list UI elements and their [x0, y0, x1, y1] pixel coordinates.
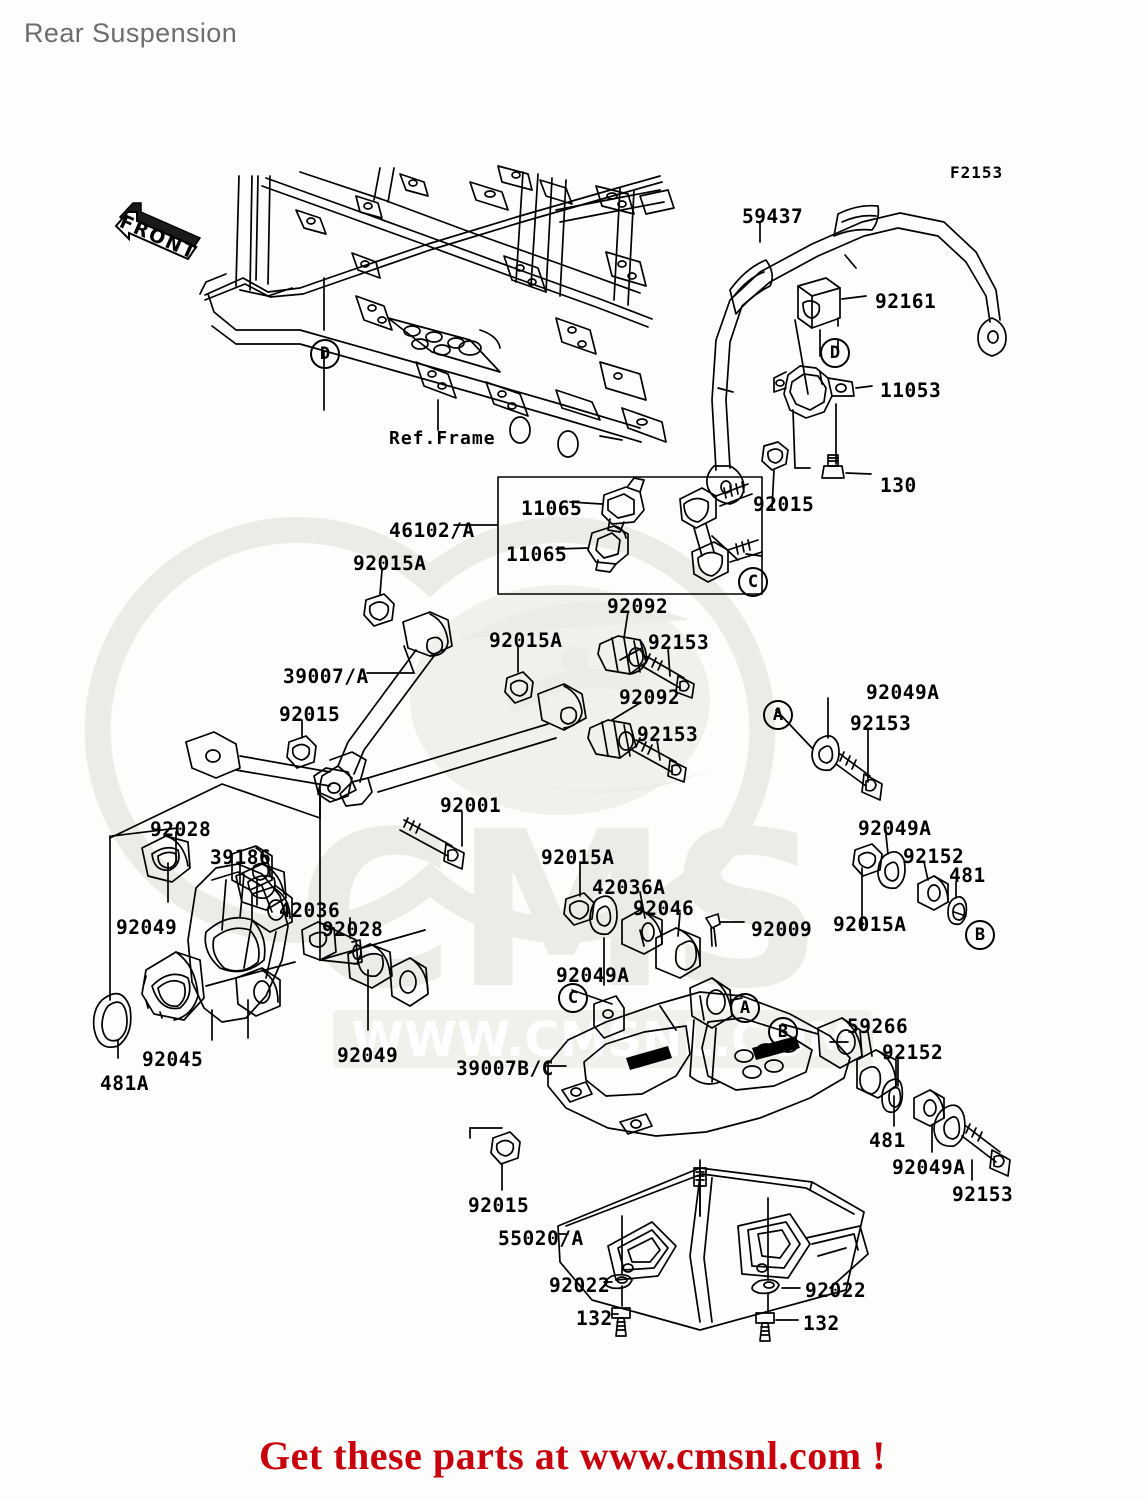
part-label-42036A: 42036A: [592, 876, 666, 899]
part-label-46102-A: 46102/A: [389, 519, 475, 542]
reference-marker-b: B: [965, 920, 995, 950]
part-label-92161: 92161: [875, 290, 937, 313]
part-label-92152: 92152: [882, 1041, 944, 1064]
part-label-92049A: 92049A: [892, 1156, 966, 1179]
part-label-11053: 11053: [880, 379, 942, 402]
part-label-92028: 92028: [150, 818, 212, 841]
part-label-92015A: 92015A: [353, 552, 427, 575]
part-label-481: 481: [949, 864, 986, 887]
part-label-55020-A: 55020/A: [498, 1227, 584, 1250]
part-label-92153: 92153: [952, 1183, 1014, 1206]
ref-frame-label: Ref.Frame: [389, 428, 496, 449]
part-label-92045: 92045: [142, 1048, 204, 1071]
page-title: Rear Suspension: [24, 18, 238, 48]
reference-marker-d: D: [310, 339, 340, 369]
part-label-92001: 92001: [440, 794, 502, 817]
part-label-92153: 92153: [637, 723, 699, 746]
part-label-42036: 42036: [279, 899, 341, 922]
reference-marker-c: C: [738, 567, 768, 597]
front-arrow-icon: FRONT: [114, 202, 202, 264]
part-label-11065: 11065: [521, 497, 583, 520]
part-label-11065: 11065: [506, 543, 568, 566]
part-label-92092: 92092: [607, 595, 669, 618]
reference-marker-a: A: [730, 993, 760, 1023]
part-label-92049A: 92049A: [866, 681, 940, 704]
footer-promo: Get these parts at www.cmsnl.com !: [259, 1433, 886, 1478]
part-label-39007B-C: 39007B/C: [456, 1057, 554, 1080]
part-label-92028: 92028: [322, 918, 384, 941]
part-label-39186: 39186: [210, 846, 272, 869]
part-label-92015A: 92015A: [833, 913, 907, 936]
part-label-92046: 92046: [633, 897, 695, 920]
part-label-92049A: 92049A: [858, 817, 932, 840]
part-label-59266: 59266: [847, 1015, 909, 1038]
part-label-92022: 92022: [805, 1279, 867, 1302]
part-label-92015A: 92015A: [489, 629, 563, 652]
part-label-481: 481: [869, 1129, 906, 1152]
part-label-92049: 92049: [116, 916, 178, 939]
part-label-132: 132: [803, 1312, 840, 1335]
technical-line-art: [92, 165, 1011, 1342]
part-label-92015: 92015: [279, 703, 341, 726]
part-label-92015: 92015: [753, 493, 815, 516]
parts-diagram: CMS WWW.CMSNL.COM: [84, 163, 1014, 1342]
part-label-132: 132: [576, 1307, 613, 1330]
figure-code: F2153: [950, 163, 1004, 182]
part-label-92153: 92153: [850, 712, 912, 735]
reference-marker-c: C: [558, 983, 588, 1013]
part-label-130: 130: [880, 474, 917, 497]
reference-marker-b: B: [768, 1017, 798, 1047]
part-label-92153: 92153: [648, 631, 710, 654]
part-label-92152: 92152: [903, 845, 965, 868]
part-label-92022: 92022: [549, 1274, 611, 1297]
part-label-92049A: 92049A: [556, 964, 630, 987]
part-label-39007-A: 39007/A: [283, 665, 369, 688]
part-label-92015: 92015: [468, 1194, 530, 1217]
part-label-92049: 92049: [337, 1044, 399, 1067]
part-label-92092: 92092: [619, 686, 681, 709]
part-label-92015A: 92015A: [541, 846, 615, 869]
part-label-481A: 481A: [100, 1072, 149, 1095]
part-label-59437: 59437: [742, 205, 804, 228]
reference-marker-d: D: [820, 338, 850, 368]
reference-marker-a: A: [763, 700, 793, 730]
part-label-92009: 92009: [751, 918, 813, 941]
cms-watermark: CMS WWW.CMSNL.COM: [84, 517, 873, 1068]
